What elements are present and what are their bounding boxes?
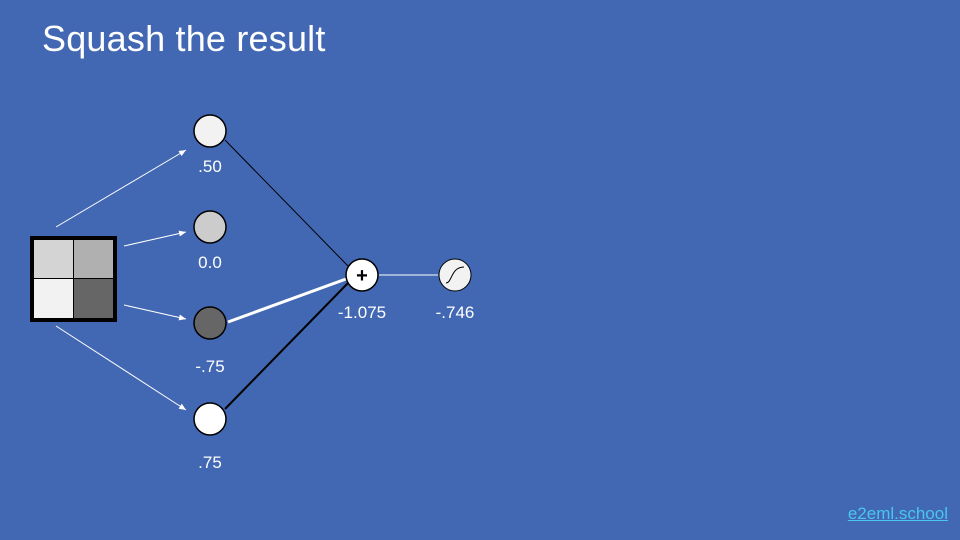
input-node-label: .50: [198, 157, 222, 176]
input-node: [193, 114, 227, 148]
input-arrow-3: [123, 304, 187, 321]
input-node-label: -.75: [195, 357, 225, 376]
input-node: [193, 402, 227, 436]
input-pixel: [34, 279, 73, 318]
connection-3: [227, 277, 347, 324]
slide-title: Squash the result: [42, 18, 326, 59]
connection-1: [224, 139, 349, 267]
input-node-label: 0.0: [198, 253, 222, 272]
sigmoid-icon: [445, 266, 465, 284]
squash-node-label: -.746: [435, 303, 475, 322]
sum-node: [345, 258, 379, 292]
input-node: [193, 306, 227, 340]
connection-4: [224, 282, 349, 410]
input-node: [193, 210, 227, 244]
input-arrow-1: [55, 149, 187, 228]
footer-link[interactable]: e2eml.school: [847, 504, 948, 523]
plus-icon: +: [356, 265, 368, 287]
input-image: [30, 236, 117, 322]
sum-node-label: -1.075: [337, 303, 387, 322]
input-node-label: .75: [198, 453, 222, 472]
input-arrow-2: [123, 230, 187, 247]
input-pixel: [74, 279, 113, 318]
input-pixel: [74, 240, 113, 278]
input-pixel: [34, 240, 73, 278]
input-arrow-4: [55, 325, 187, 411]
squash-node: [438, 258, 472, 292]
